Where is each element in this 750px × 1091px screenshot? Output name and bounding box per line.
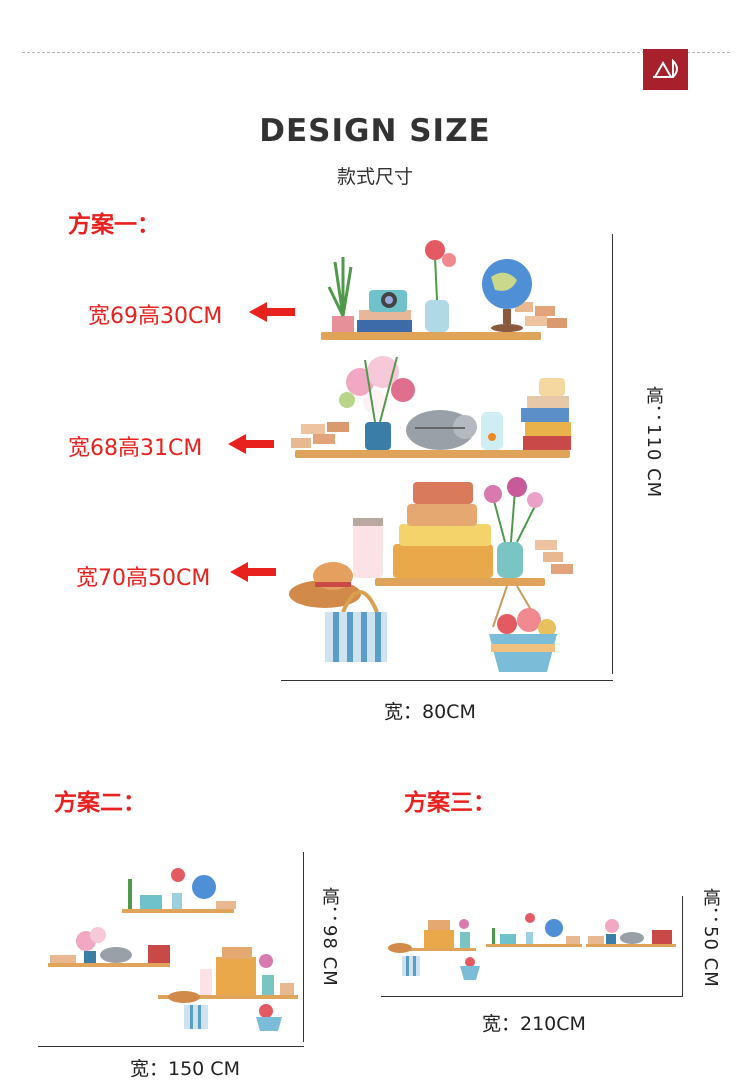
plan3-height-label: 高：50 CM bbox=[700, 888, 721, 988]
plan1-size-1: 宽69高30CM bbox=[88, 304, 223, 329]
plan3-width-label: 宽：210CM bbox=[482, 1013, 586, 1035]
plan1-height-label: 高：110 CM bbox=[643, 386, 664, 499]
plan1-size-3: 宽70高50CM bbox=[76, 566, 211, 591]
plan1-label: 方案一： bbox=[68, 212, 160, 238]
arrow-left-icon bbox=[230, 562, 276, 582]
page-subtitle: 款式尺寸 bbox=[336, 166, 413, 188]
plan2-shelf-illustration bbox=[48, 868, 298, 1031]
shelf-1 bbox=[321, 240, 567, 340]
plan1-width-label: 宽：80CM bbox=[384, 701, 476, 723]
plan2-height-line bbox=[303, 852, 304, 1042]
page-title: DESIGN SIZE bbox=[259, 113, 491, 149]
plan2-width-label: 宽：150 CM bbox=[130, 1058, 240, 1080]
plan1-width-line bbox=[281, 680, 613, 681]
plan3-width-line bbox=[381, 996, 683, 997]
plan2-width-line bbox=[38, 1046, 304, 1047]
plan2-label: 方案二： bbox=[54, 790, 146, 816]
brand-logo-icon bbox=[643, 49, 688, 90]
plan3-shelf-illustration bbox=[388, 913, 676, 980]
arrow-left-icon bbox=[228, 434, 274, 454]
plan1-height-line bbox=[612, 234, 613, 674]
shelf-3 bbox=[289, 477, 573, 672]
plan3-height-line bbox=[682, 896, 683, 996]
plan3-label: 方案三： bbox=[404, 790, 496, 816]
top-dashed-divider bbox=[22, 52, 730, 53]
arrow-left-icon bbox=[249, 302, 295, 322]
plan1-size-2: 宽68高31CM bbox=[68, 436, 203, 461]
shelf-2 bbox=[291, 356, 571, 458]
plan1-shelf-illustration bbox=[289, 240, 573, 672]
plan2-height-label: 高：98 CM bbox=[319, 887, 340, 987]
